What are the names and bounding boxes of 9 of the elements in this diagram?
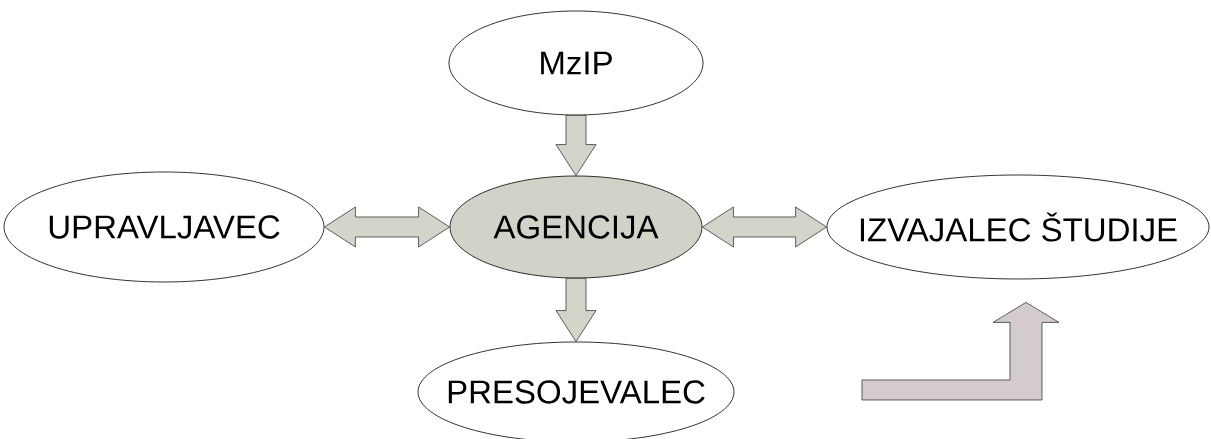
ellipse-node: IZVAJALEC ŠTUDIJE [826,174,1210,280]
block-arrow [555,115,597,176]
ellipse-node: UPRAVLJAVEC [3,171,325,283]
ellipse-node: AGENCIJA [449,175,703,279]
block-arrow [324,206,450,248]
block-arrow [702,206,827,248]
bent-arrow [861,302,1060,401]
ellipse-node: MzIP [448,10,704,116]
block-arrow [555,278,597,342]
